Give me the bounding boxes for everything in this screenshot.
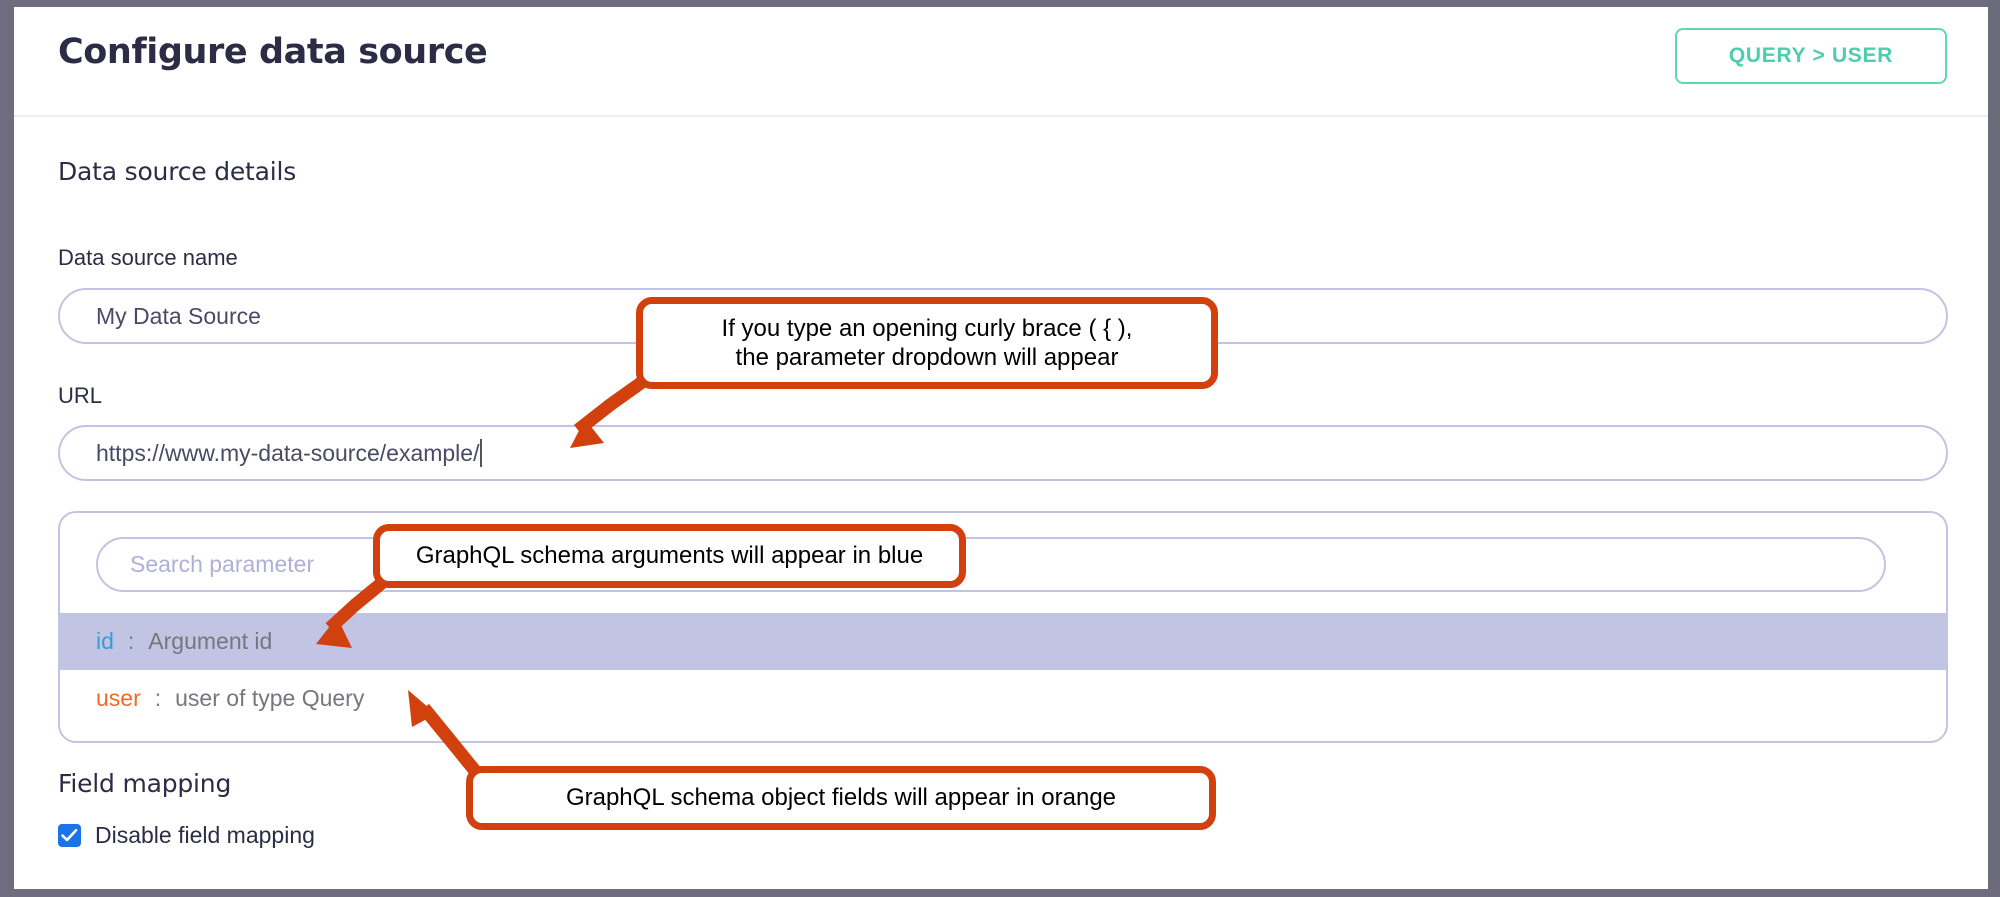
- parameter-list-item-user[interactable]: user : user of type Query: [60, 670, 1946, 727]
- parameter-separator: :: [154, 685, 162, 711]
- parameter-key: id: [96, 628, 114, 654]
- page-title: Configure data source: [58, 32, 488, 72]
- query-user-button[interactable]: QUERY > USER: [1675, 28, 1947, 84]
- url-input[interactable]: https://www.my-data-source/example/: [58, 425, 1948, 481]
- disable-field-mapping-row[interactable]: Disable field mapping: [58, 822, 315, 849]
- search-parameter-input[interactable]: Search parameter: [96, 537, 1886, 592]
- callout-line-1: GraphQL schema object fields will appear…: [565, 784, 1117, 812]
- callout-line-1: GraphQL schema arguments will appear in …: [415, 542, 924, 570]
- callout-line-2: the parameter dropdown will appear: [735, 344, 1119, 371]
- field-mapping-heading: Field mapping: [58, 769, 232, 798]
- annotation-callout-fields-orange: GraphQL schema object fields will appear…: [466, 766, 1216, 830]
- text-caret: [480, 439, 483, 467]
- annotation-callout-curly-brace: If you type an opening curly brace ( { )…: [636, 297, 1218, 389]
- url-label: URL: [58, 383, 103, 408]
- url-value: https://www.my-data-source/example/: [96, 439, 480, 466]
- checkbox-checked-icon[interactable]: [58, 824, 81, 847]
- window-frame-right: [1988, 0, 2000, 897]
- window-frame-bottom: [0, 889, 2000, 897]
- parameter-key: user: [96, 685, 141, 711]
- data-source-details-heading: Data source details: [58, 157, 297, 186]
- parameter-list-item-id[interactable]: id : Argument id: [60, 613, 1946, 670]
- configure-data-source-card: Configure data source QUERY > USER Data …: [14, 7, 1988, 889]
- parameter-separator: :: [127, 628, 135, 654]
- window-frame-left: [0, 0, 14, 897]
- parameter-dropdown-panel: Search parameter id : Argument id user :…: [58, 511, 1948, 743]
- parameter-description: user of type Query: [175, 685, 365, 711]
- search-parameter-placeholder: Search parameter: [130, 551, 315, 577]
- callout-line-1: If you type an opening curly brace ( { )…: [721, 314, 1133, 342]
- window-frame-top: [0, 0, 2000, 7]
- card-header: Configure data source QUERY > USER: [14, 7, 1988, 117]
- data-source-name-value: My Data Source: [96, 302, 261, 329]
- parameter-description: Argument id: [148, 628, 273, 654]
- disable-field-mapping-label: Disable field mapping: [95, 822, 315, 848]
- annotation-callout-arguments-blue: GraphQL schema arguments will appear in …: [373, 524, 966, 588]
- data-source-name-label: Data source name: [58, 245, 238, 270]
